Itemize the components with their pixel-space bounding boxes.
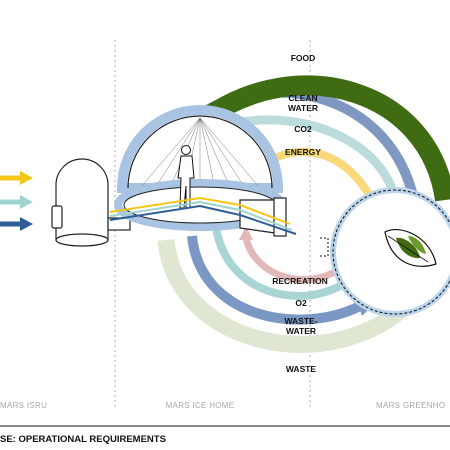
leaf-icon (384, 228, 437, 267)
greenhouse-airlock (320, 237, 329, 257)
greenhouse (320, 187, 450, 317)
ice-home (109, 105, 297, 237)
isru-tank-base (55, 233, 109, 247)
isru-unit (51, 158, 131, 247)
greenhouse-outline (332, 189, 450, 315)
label-food: FOOD (291, 53, 316, 63)
label-waste: WASTE (286, 364, 317, 374)
dome-piping (109, 196, 297, 235)
recreation-flow-arrowhead (239, 226, 253, 240)
section-label-isru: MARS ISRU (0, 401, 47, 410)
intake-arrowhead-blue (20, 217, 33, 231)
isru-tank (55, 158, 109, 241)
section-label-ice-home: MARS ICE HOME (166, 401, 235, 410)
intake-arrowhead-yellow (20, 171, 33, 185)
wastewater-flow-arc (187, 235, 363, 325)
isru-hatch (51, 205, 63, 229)
isru-intake-arrows (0, 171, 33, 231)
label-wastewater: WASTE-WATER (284, 316, 317, 336)
label-co2: CO2 (294, 124, 312, 134)
dome-outline (127, 115, 273, 189)
waste-flow-arc (157, 238, 416, 353)
intake-arrowhead-teal (20, 195, 33, 209)
label-recreation: RECREATION (272, 276, 328, 286)
co2-flow-arc (230, 115, 399, 198)
label-o2: O2 (295, 298, 307, 308)
section-label-greenhouse: MARS GREENHO (376, 401, 445, 410)
label-energy: ENERGY (285, 147, 321, 157)
food-flow-arc (200, 75, 450, 202)
diagram-caption: SE: OPERATIONAL REQUIREMENTS (0, 434, 166, 445)
human-figure (177, 145, 195, 209)
